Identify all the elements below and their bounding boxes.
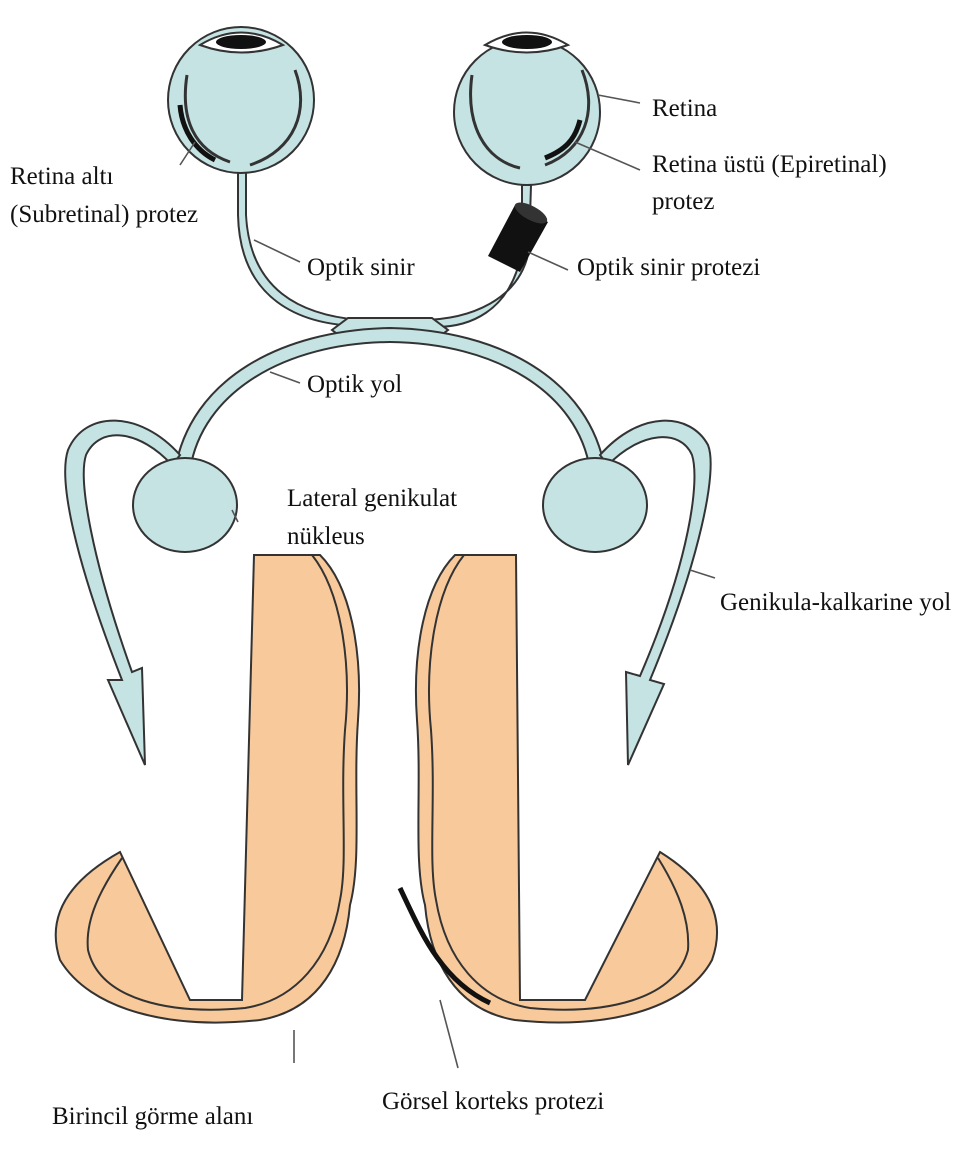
label-subretinal-line2: (Subretinal) protez <box>10 198 198 232</box>
leader-retina <box>598 95 640 103</box>
leader-optic-nerve-prosthesis <box>528 252 568 270</box>
label-primary-visual-area: Birincil görme alanı <box>52 1100 253 1134</box>
leader-visual-cortex-prosthesis <box>440 1000 458 1068</box>
right-eyeball <box>454 39 600 185</box>
visual-cortex <box>56 555 717 1023</box>
right-eye-pupil <box>502 35 552 49</box>
label-subretinal-line1: Retina altı <box>10 160 113 194</box>
label-lgn-line2: nükleus <box>287 520 365 554</box>
label-optic-nerve: Optik sinir <box>307 251 415 285</box>
label-retina: Retina <box>652 92 717 126</box>
leader-optic-tract <box>270 372 300 383</box>
label-epiretinal-line1: Retina üstü (Epiretinal) <box>652 148 887 182</box>
left-optic-nerve <box>238 170 360 326</box>
optic-nerve-prosthesis <box>488 198 550 272</box>
label-visual-cortex-prosthesis: Görsel korteks protezi <box>382 1085 604 1119</box>
label-geniculo-calcarine: Genikula-kalkarine yol <box>720 586 951 620</box>
label-lgn-line1: Lateral genikulat <box>287 482 457 516</box>
leader-optic-nerve <box>254 240 300 262</box>
leader-geniculo-calcarine <box>690 570 715 578</box>
right-lateral-geniculate-nucleus <box>543 458 647 552</box>
label-epiretinal-line2: protez <box>652 185 714 219</box>
left-eye-pupil <box>216 35 266 49</box>
left-lateral-geniculate-nucleus <box>133 458 237 552</box>
label-optic-tract: Optik yol <box>307 368 402 402</box>
label-optic-nerve-prosthesis: Optik sinir protezi <box>577 251 760 285</box>
